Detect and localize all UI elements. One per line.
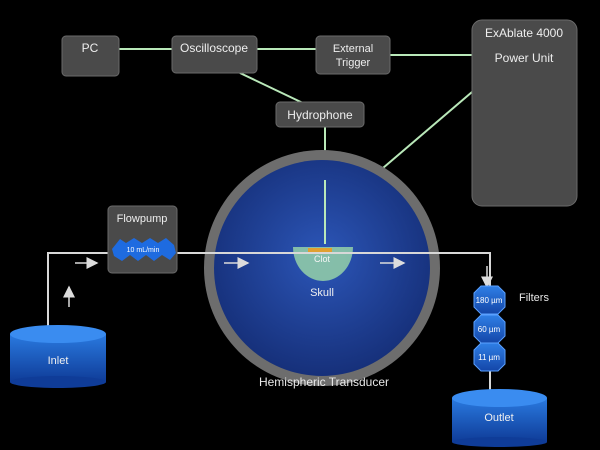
hemispheric-transducer: [204, 150, 440, 386]
flowpump: Flowpump 10 mL/min: [107, 205, 178, 274]
exablate-label: ExAblate 4000: [485, 26, 563, 40]
filter-11um-label: 11 µm: [478, 353, 500, 362]
hydrophone-box: Hydrophone: [275, 101, 365, 128]
pc-box: PC: [61, 35, 120, 77]
flowpump-label: Flowpump: [117, 213, 168, 225]
exablate-power-unit-box: ExAblate 4000 Power Unit: [471, 19, 578, 207]
filter-11um: 11 µm: [473, 342, 506, 372]
external-trigger-label-1: External: [333, 43, 373, 55]
transducer-label: Hemispheric Transducer: [259, 375, 389, 389]
flow-rate-badge: [112, 238, 176, 261]
flow-rate-label: 10 mL/min: [127, 247, 160, 254]
external-trigger-label-2: Trigger: [336, 57, 371, 69]
inlet-label: Inlet: [48, 355, 69, 367]
power-unit-label: Power Unit: [495, 51, 554, 65]
skull-label: Skull: [310, 287, 334, 299]
pc-label: PC: [82, 41, 99, 55]
filter-60um-label: 60 µm: [478, 325, 501, 334]
hydrophone-label: Hydrophone: [287, 108, 353, 122]
skull: [293, 247, 353, 281]
filter-60um: 60 µm: [473, 314, 506, 344]
connector-oscilloscope-hydrophone: [239, 72, 306, 105]
inlet-reservoir: Inlet: [10, 325, 106, 388]
filter-180um: 180 µm: [473, 285, 506, 315]
filter-stack: 180 µm 60 µm 11 µm: [473, 285, 506, 372]
oscilloscope-label: Oscilloscope: [180, 41, 248, 55]
external-trigger-box: External Trigger: [315, 35, 391, 75]
clot-label: Clot: [314, 254, 331, 264]
clot-marker: [308, 248, 332, 254]
outlet-label: Outlet: [484, 412, 513, 424]
outlet-reservoir: Outlet: [452, 389, 547, 447]
filters-label: Filters: [519, 292, 549, 304]
filter-180um-label: 180 µm: [476, 296, 503, 305]
flow-arrows: [63, 257, 493, 307]
oscilloscope-box: Oscilloscope: [171, 35, 258, 74]
connector-exablate-transducer: [382, 91, 473, 169]
